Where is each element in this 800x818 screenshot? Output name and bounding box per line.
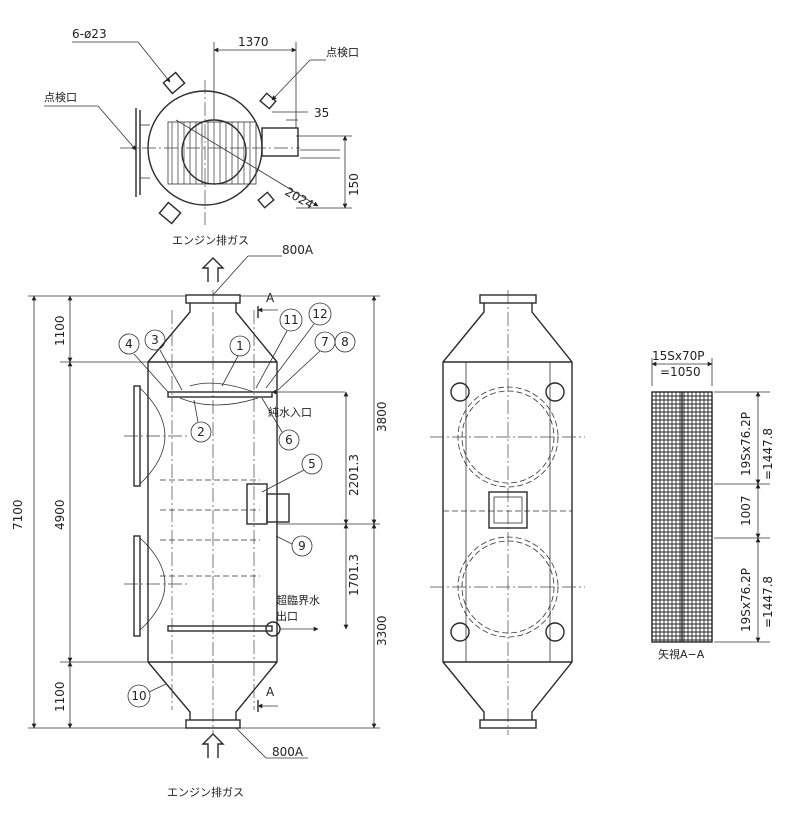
dim-width-text: 1370 bbox=[238, 35, 269, 49]
lower-header bbox=[167, 625, 273, 632]
callout-6: 6 bbox=[261, 397, 300, 451]
exhaust-out-arrow bbox=[201, 257, 225, 282]
exhaust-in-arrow bbox=[201, 733, 225, 758]
side-view bbox=[430, 290, 585, 735]
svg-text:6: 6 bbox=[285, 433, 293, 447]
left-hatch-lower bbox=[133, 535, 141, 637]
tube-bank-plan bbox=[167, 121, 257, 185]
nozzle-lower-right bbox=[257, 191, 275, 209]
side-box bbox=[246, 483, 268, 525]
nozzle-lower-left bbox=[158, 201, 182, 225]
nozzle-upper-right bbox=[259, 92, 277, 110]
section-mark-bottom: A bbox=[266, 685, 275, 699]
section-top-value: =1050 bbox=[660, 365, 701, 379]
svg-text:12: 12 bbox=[312, 307, 327, 321]
side-box-front bbox=[488, 491, 528, 529]
section-side-top-2: =1447.8 bbox=[761, 428, 775, 480]
callout-2: 2 bbox=[190, 399, 212, 443]
svg-text:8: 8 bbox=[341, 335, 349, 349]
dim-1701: 1701.3 bbox=[347, 554, 361, 596]
callout-1: 1 bbox=[221, 335, 251, 387]
svg-text:11: 11 bbox=[283, 313, 298, 327]
plan-view-caption: エンジン排ガス bbox=[172, 233, 249, 247]
dim-2201: 2201.3 bbox=[347, 454, 361, 496]
tube-bank-hatching bbox=[171, 122, 251, 184]
nozzle-right bbox=[261, 127, 299, 157]
section-side-bot-1: 19Sx76.2P bbox=[739, 568, 753, 632]
upper-header bbox=[167, 391, 273, 398]
pure-water-inlet-label: 純水入口 bbox=[268, 406, 312, 419]
svg-text:4: 4 bbox=[125, 337, 133, 351]
top-flange-size: 800A bbox=[282, 243, 314, 257]
svg-text:9: 9 bbox=[298, 539, 306, 553]
section-side-top-1: 19Sx76.2P bbox=[739, 412, 753, 476]
callout-11: 11 bbox=[255, 308, 303, 389]
section-a-a: 15Sx70P =1050 19Sx76.2P =1447.8 1007 19S… bbox=[651, 349, 775, 661]
dim-overall: 7100 bbox=[11, 499, 25, 530]
vessel-outline bbox=[147, 303, 278, 720]
inspection-port-right-label: 点検口 bbox=[326, 45, 359, 59]
svg-text:10: 10 bbox=[131, 689, 146, 703]
callout-10: 10 bbox=[127, 683, 167, 708]
svg-text:5: 5 bbox=[308, 457, 316, 471]
svg-text:3: 3 bbox=[151, 333, 159, 347]
callout-12: 12 bbox=[265, 302, 332, 389]
section-mark-top: A bbox=[266, 291, 275, 305]
section-side-mid: 1007 bbox=[739, 495, 753, 526]
dim-upper: 3800 bbox=[375, 401, 389, 432]
dim-holes-text: 6-ø23 bbox=[72, 27, 107, 41]
callout-9: 9 bbox=[275, 535, 313, 557]
side-vessel-outline bbox=[442, 303, 573, 720]
callout-4: 4 bbox=[118, 333, 169, 393]
inspection-port-left-label: 点検口 bbox=[44, 90, 77, 104]
callout-3: 3 bbox=[144, 329, 183, 391]
svg-text:7: 7 bbox=[321, 335, 329, 349]
supercritical-outlet-label-1: 超臨界水 bbox=[276, 593, 320, 607]
section-side-bot-2: =1447.8 bbox=[761, 576, 775, 628]
callout-8: 8 bbox=[334, 331, 356, 353]
bottom-flange-size: 800A bbox=[272, 745, 304, 759]
outlet-nozzle bbox=[265, 621, 281, 637]
nozzle-upper-left bbox=[162, 71, 186, 95]
dim-top-cone: 1100 bbox=[53, 315, 67, 346]
dim-bottom-cone: 1100 bbox=[53, 681, 67, 712]
dim-lower: 3300 bbox=[375, 615, 389, 646]
plan-view: 1370 6-ø23 点検口 点検口 35 150 2024 エンジン排ガス bbox=[44, 27, 361, 247]
svg-text:2: 2 bbox=[197, 425, 205, 439]
section-top-label: 15Sx70P bbox=[652, 349, 705, 363]
front-view-caption: エンジン排ガス bbox=[167, 785, 244, 799]
svg-text:1: 1 bbox=[236, 339, 244, 353]
dim-150-text: 150 bbox=[347, 173, 361, 196]
front-view: 純水入口 超臨界水 出口 800A 800A エンジン排ガス A A 7100 … bbox=[11, 243, 389, 799]
section-caption: 矢視A−A bbox=[658, 647, 705, 661]
callout-5: 5 bbox=[261, 453, 323, 493]
dim-35-text: 35 bbox=[314, 106, 329, 120]
supercritical-outlet-label-2: 出口 bbox=[276, 609, 298, 623]
side-box-outer bbox=[266, 493, 290, 523]
dim-middle: 4900 bbox=[53, 499, 67, 530]
